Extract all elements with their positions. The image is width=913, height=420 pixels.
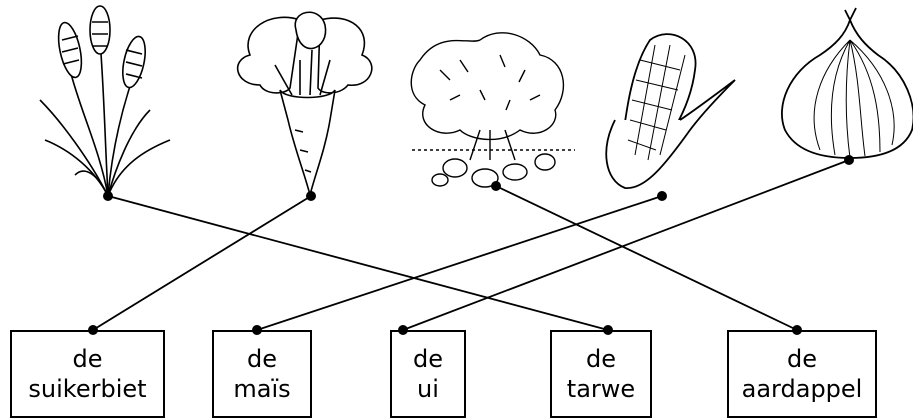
label-word: tarwe bbox=[566, 375, 636, 403]
label-word: ui bbox=[417, 375, 439, 403]
connection-line bbox=[107, 195, 609, 331]
corn-cob-icon bbox=[605, 33, 736, 189]
connection-line bbox=[402, 159, 850, 331]
label-anchor-dot[interactable] bbox=[398, 325, 408, 335]
label-anchor-dot[interactable] bbox=[252, 325, 262, 335]
image-anchor-dot[interactable] bbox=[103, 191, 113, 201]
connection-line bbox=[256, 195, 663, 331]
label-word: suikerbiet bbox=[28, 375, 147, 403]
label-article: de bbox=[586, 345, 616, 373]
image-anchor-dot[interactable] bbox=[306, 191, 316, 201]
label-anchor-dot[interactable] bbox=[603, 325, 613, 335]
sugar-beet-icon bbox=[236, 11, 373, 196]
label-anchor-dot[interactable] bbox=[88, 325, 98, 335]
label-article: de bbox=[72, 345, 103, 373]
image-anchor-dot[interactable] bbox=[491, 181, 501, 191]
wheat-icon bbox=[39, 5, 171, 197]
label-word: aardappel bbox=[741, 375, 863, 403]
connection-lines bbox=[92, 159, 850, 331]
label-article: de bbox=[787, 345, 817, 373]
connection-line bbox=[495, 185, 798, 331]
label-article: de bbox=[413, 345, 443, 373]
label-anchor-dot[interactable] bbox=[792, 325, 802, 335]
potato-plant-icon bbox=[410, 32, 575, 188]
image-anchor-dot[interactable] bbox=[657, 191, 667, 201]
label-word: maïs bbox=[233, 375, 291, 403]
label-article: de bbox=[247, 345, 277, 373]
onion-icon bbox=[781, 7, 913, 159]
connection-line bbox=[92, 195, 312, 331]
connection-dots bbox=[88, 155, 854, 335]
image-anchor-dot[interactable] bbox=[844, 155, 854, 165]
